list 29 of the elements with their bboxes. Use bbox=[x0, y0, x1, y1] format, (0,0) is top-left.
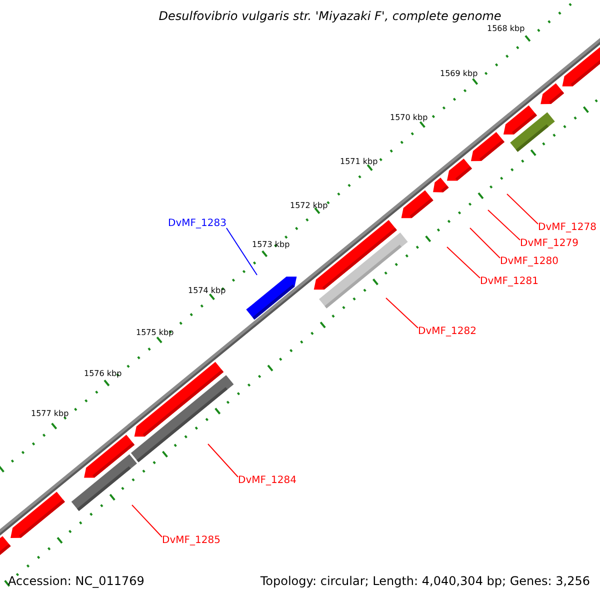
scale-label: 1575 kbp bbox=[136, 328, 174, 338]
gene-label: DvMF_1284 bbox=[238, 475, 296, 487]
leader-line bbox=[132, 504, 162, 538]
scale-label: 1574 kbp bbox=[188, 286, 226, 296]
diagram-title: Desulfovibrio vulgaris str. 'Miyazaki F', complete genome bbox=[158, 9, 502, 24]
leader-line bbox=[446, 246, 480, 278]
scale-label: 1572 kbp bbox=[290, 201, 328, 211]
leader-line bbox=[506, 194, 538, 224]
leader-line bbox=[470, 228, 500, 258]
scale-label: 1571 kbp bbox=[340, 157, 378, 167]
leader-line bbox=[226, 228, 258, 276]
gene-label: DvMF_1281 bbox=[480, 276, 538, 288]
scale-label: 1570 kbp bbox=[390, 113, 428, 123]
gene-label: DvMF_1283 bbox=[168, 218, 226, 230]
scale-label: 1569 kbp bbox=[440, 69, 478, 79]
accession-label: Accession: NC_011769 bbox=[8, 574, 144, 588]
gene-label: DvMF_1280 bbox=[500, 256, 558, 268]
scale-label: 1568 kbp bbox=[487, 24, 525, 34]
genome-summary: Topology: circular; Length: 4,040,304 bp; Genes: 3,256 bbox=[260, 574, 590, 588]
scale-label: 1577 kbp bbox=[31, 409, 69, 419]
gene-label: DvMF_1282 bbox=[418, 326, 476, 338]
gene-label: DvMF_1278 bbox=[538, 222, 596, 234]
scale-label: 1576 kbp bbox=[84, 369, 122, 379]
leader-line bbox=[488, 210, 520, 240]
leader-line bbox=[208, 444, 238, 478]
gene-label: DvMF_1285 bbox=[162, 535, 220, 547]
gene-label: DvMF_1279 bbox=[520, 238, 578, 250]
scale-label: 1573 kbp bbox=[252, 240, 290, 250]
leader-line bbox=[386, 298, 418, 328]
